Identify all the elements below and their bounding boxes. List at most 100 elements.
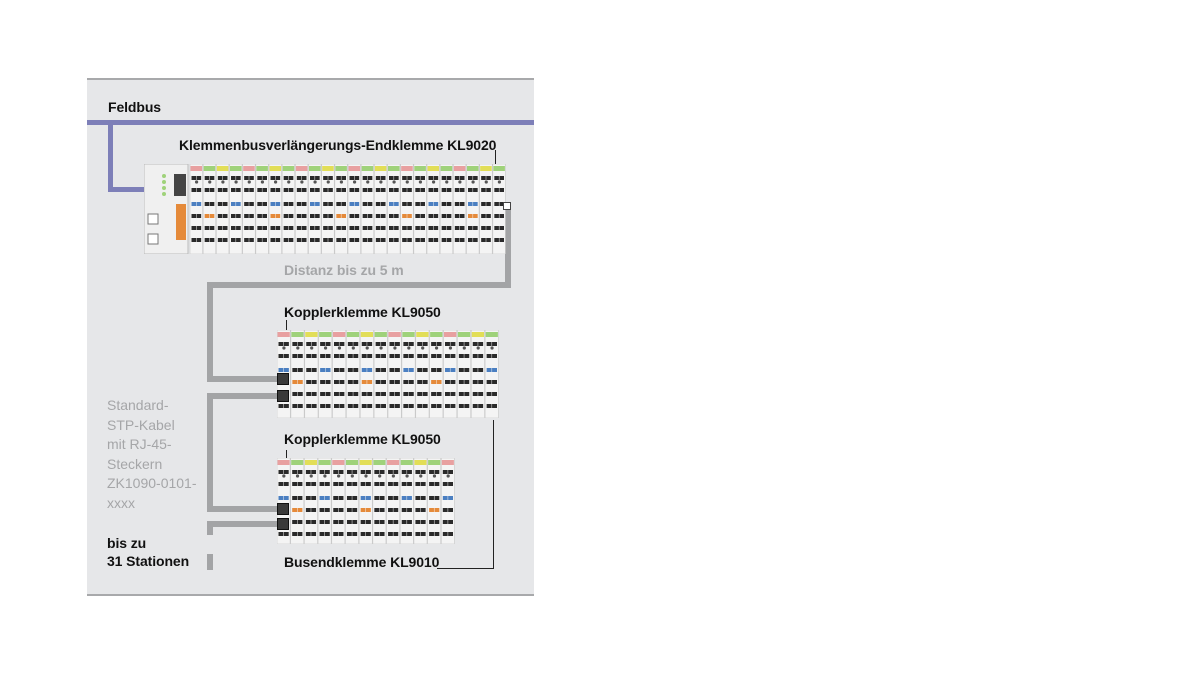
terminal-contact xyxy=(492,368,497,372)
terminal-contact xyxy=(434,470,440,474)
terminal-contact xyxy=(278,342,284,346)
terminal-contact xyxy=(407,470,412,474)
terminal-led-strip xyxy=(277,332,290,337)
terminal-led-strip xyxy=(416,332,429,337)
terminal-contact xyxy=(319,520,325,524)
terminal-contact xyxy=(486,188,491,192)
terminal-contact xyxy=(301,202,307,206)
terminal-contact xyxy=(288,214,294,218)
terminal-contact xyxy=(297,508,303,512)
label-cable: Standard- STP-Kabel mit RJ-45- Steckern … xyxy=(107,396,197,513)
terminal-body xyxy=(255,164,269,254)
terminal-contact xyxy=(367,404,373,408)
terminal-contact xyxy=(361,342,367,346)
terminal-contact xyxy=(362,202,368,206)
terminal-contact xyxy=(297,470,303,474)
terminal-contact xyxy=(297,392,303,396)
terminal-led xyxy=(379,346,383,350)
terminal-contact xyxy=(441,238,447,242)
terminal-led xyxy=(323,474,327,478)
terminal-contact xyxy=(336,226,341,230)
terminal-contact xyxy=(441,188,447,192)
terminal-contact xyxy=(275,176,281,180)
terminal-body xyxy=(426,164,440,254)
terminal-contact xyxy=(262,202,267,206)
terminal-contact xyxy=(375,342,381,346)
terminal-contact xyxy=(288,238,294,242)
terminal-contact xyxy=(325,380,331,384)
terminal-contact xyxy=(402,226,407,230)
terminal-led-strip xyxy=(374,332,387,337)
terminal-contact xyxy=(353,342,359,346)
terminal-contact xyxy=(408,354,414,358)
terminal-contact xyxy=(301,176,307,180)
terminal-contact xyxy=(325,368,331,372)
terminal-contact xyxy=(473,176,478,180)
terminal-contact xyxy=(367,226,373,230)
terminal-contact xyxy=(401,520,407,524)
terminal-contact xyxy=(217,214,223,218)
terminal-contact xyxy=(381,380,386,384)
terminal-contact xyxy=(481,188,486,192)
terminal-contact xyxy=(464,354,470,358)
terminal-led xyxy=(208,180,212,184)
terminal-contact xyxy=(442,532,448,536)
terminal-led xyxy=(484,180,488,184)
terminal-contact xyxy=(486,354,492,358)
terminal-contact xyxy=(468,176,473,180)
terminal-body xyxy=(347,164,361,254)
terminal-contact xyxy=(328,226,333,230)
terminal-contact xyxy=(249,214,254,218)
terminal-contact xyxy=(464,368,470,372)
terminal-led-strip xyxy=(333,332,346,337)
terminal-contact xyxy=(420,176,425,180)
terminal-contact xyxy=(415,214,420,218)
terminal-contact xyxy=(415,202,420,206)
terminal-contact xyxy=(415,188,420,192)
terminal-contact xyxy=(275,188,281,192)
terminal-contact xyxy=(494,226,499,230)
terminal-contact xyxy=(257,238,262,242)
terminal-contact xyxy=(429,508,434,512)
terminal-contact xyxy=(393,496,399,500)
terminal-contact xyxy=(415,470,421,474)
terminal-led xyxy=(446,474,450,478)
terminal-contact xyxy=(492,342,497,346)
terminal-led-strip xyxy=(361,166,374,171)
terminal-contact xyxy=(315,238,320,242)
terminal-contact xyxy=(454,176,460,180)
terminal-contact xyxy=(319,470,325,474)
terminal-led-strip xyxy=(373,460,386,465)
terminal-contact xyxy=(288,188,294,192)
terminal-contact xyxy=(454,238,460,242)
terminal-led-strip xyxy=(427,166,440,171)
cable-line-4: Steckern xyxy=(107,455,163,472)
terminal-led-strip xyxy=(388,332,401,337)
terminal-led xyxy=(194,180,199,184)
terminal-contact xyxy=(486,176,491,180)
terminal-contact xyxy=(341,214,346,218)
terminal-contact xyxy=(403,368,409,372)
terminal-contact xyxy=(436,380,442,384)
terminal-contact xyxy=(472,342,478,346)
terminal-contact xyxy=(417,404,423,408)
terminal-contact xyxy=(407,226,412,230)
terminal-contact xyxy=(231,226,236,230)
cable-right-drop xyxy=(505,208,511,288)
terminal-contact xyxy=(244,214,249,218)
terminal-contact xyxy=(375,368,381,372)
terminal-contact xyxy=(333,496,339,500)
terminal-contact xyxy=(347,404,353,408)
terminal-contact xyxy=(320,392,326,396)
terminal-contact xyxy=(236,238,241,242)
terminal-led-strip xyxy=(414,460,427,465)
terminal-contact xyxy=(296,176,302,180)
terminal-contact xyxy=(338,520,344,524)
terminal-contact xyxy=(311,342,317,346)
terminal-contact xyxy=(333,470,339,474)
terminal-contact xyxy=(283,482,289,486)
terminal-contact xyxy=(315,176,320,180)
terminal-led xyxy=(339,180,344,184)
terminal-led-strip xyxy=(444,332,457,337)
terminal-contact xyxy=(311,404,317,408)
